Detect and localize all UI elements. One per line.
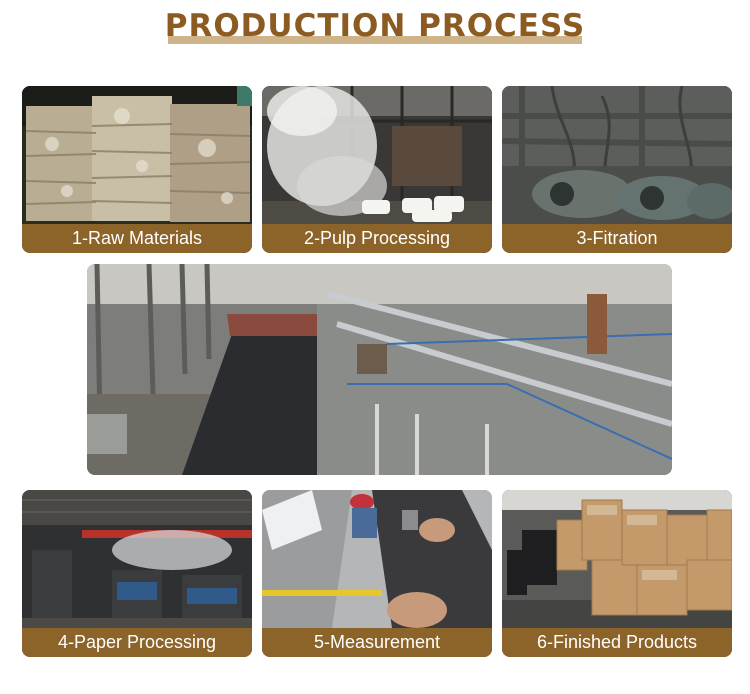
page-header: PRODUCTION PROCESS: [0, 0, 750, 60]
step-card-pulp-processing: 2-Pulp Processing: [262, 86, 492, 253]
step-card-paper-processing: 4-Paper Processing: [22, 490, 252, 657]
paper-processing-photo: [22, 490, 252, 628]
production-line-photo: [87, 264, 672, 475]
step-card-measurement: 5-Measurement: [262, 490, 492, 657]
step-caption: 3-Fitration: [502, 224, 732, 253]
step-card-raw-materials: 1-Raw Materials: [22, 86, 252, 253]
pulp-processing-photo: [262, 86, 492, 224]
title-underline-bar: [168, 36, 582, 44]
step-card-filtration: 3-Fitration: [502, 86, 732, 253]
step-caption: 1-Raw Materials: [22, 224, 252, 253]
finished-products-photo: [502, 490, 732, 628]
page-title: PRODUCTION PROCESS: [164, 8, 586, 44]
measurement-photo: [262, 490, 492, 628]
step-caption: 2-Pulp Processing: [262, 224, 492, 253]
step-caption: 6-Finished Products: [502, 628, 732, 657]
filtration-photo: [502, 86, 732, 224]
step-caption: 5-Measurement: [262, 628, 492, 657]
raw-materials-photo: [22, 86, 252, 224]
step-caption: 4-Paper Processing: [22, 628, 252, 657]
step-card-finished-products: 6-Finished Products: [502, 490, 732, 657]
